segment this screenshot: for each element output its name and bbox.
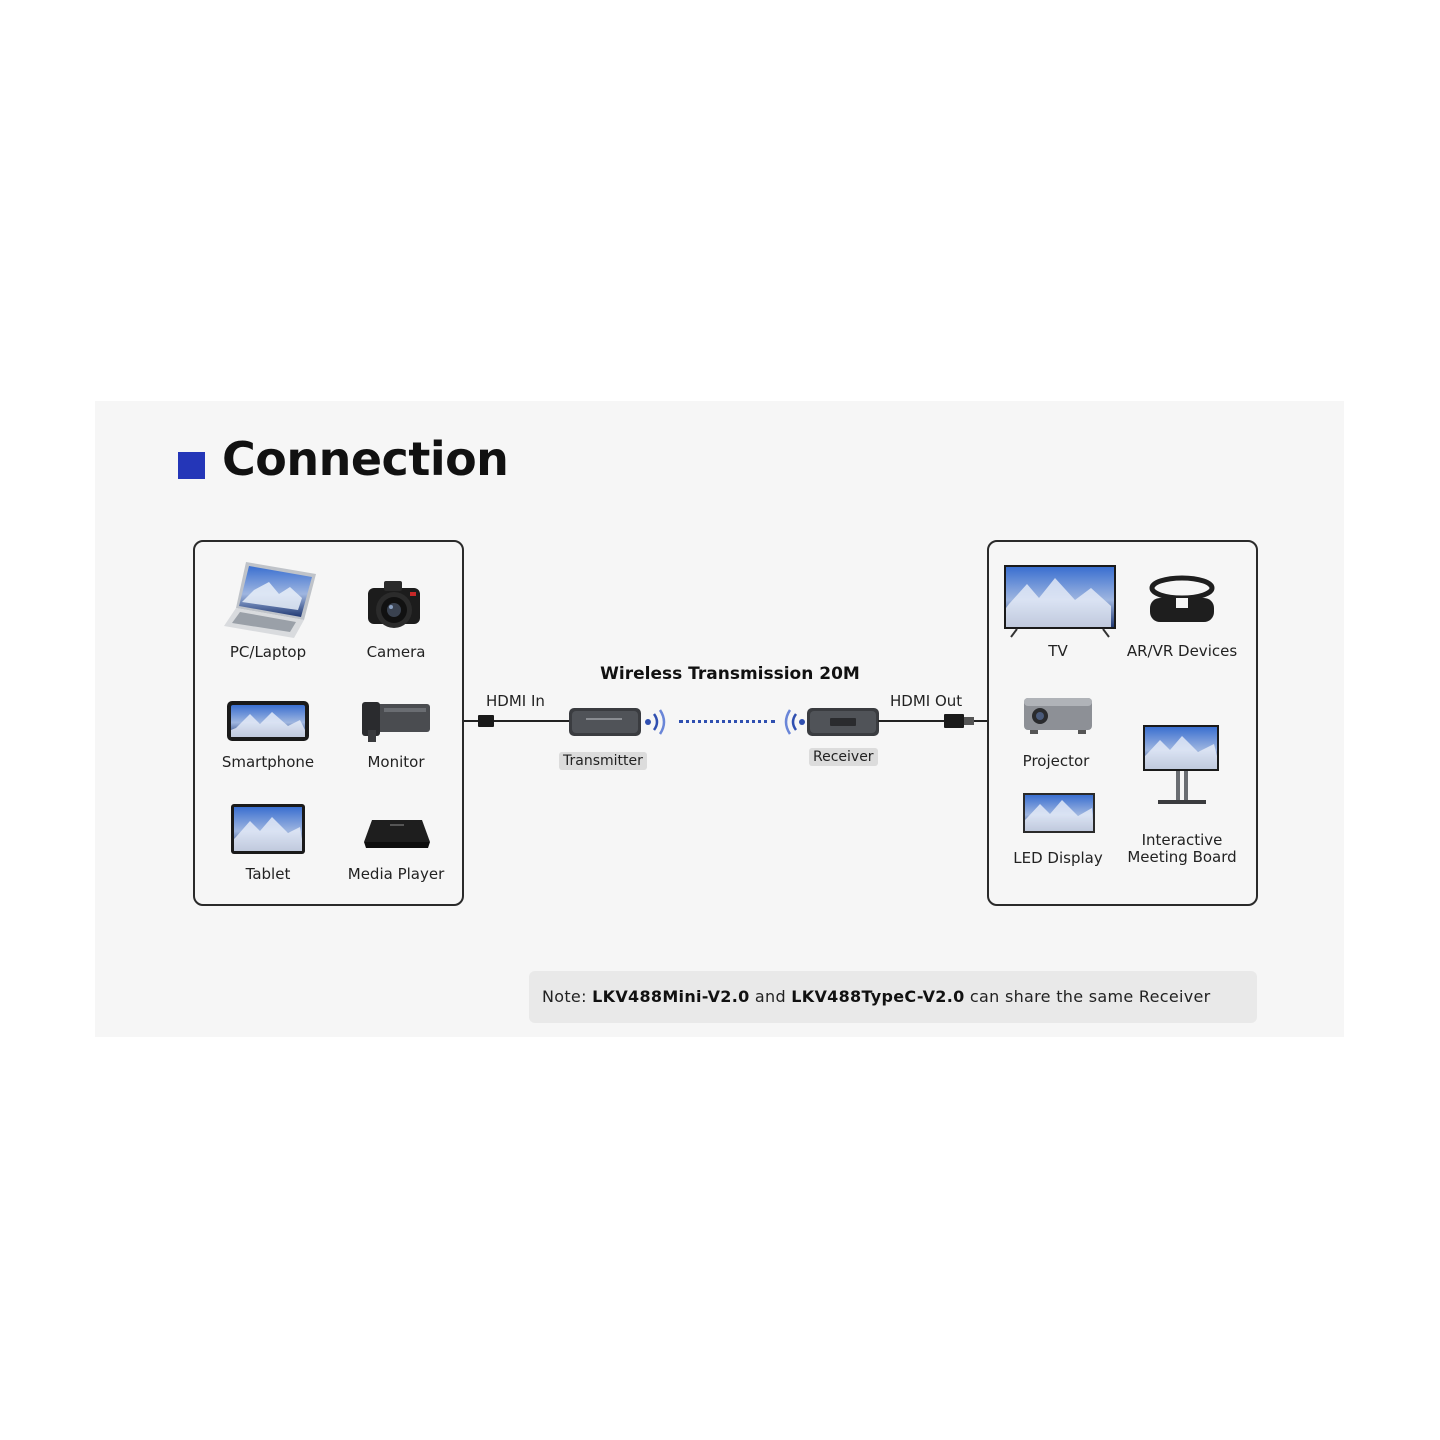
transmitter-tag: Transmitter: [559, 752, 647, 770]
security-camera-icon: [362, 702, 430, 742]
hdmi-plug-icon: [478, 715, 494, 727]
vr-headset-icon: [1149, 575, 1215, 622]
hdmi-out-label: HDMI Out: [890, 692, 963, 710]
led-display-icon: [1023, 793, 1095, 833]
receiver-tag: Receiver: [809, 748, 878, 766]
device-label: Interactive Meeting Board: [1127, 831, 1237, 866]
wireless-link: [679, 720, 775, 723]
title-bullet: [178, 452, 205, 479]
device-label: Smartphone: [221, 753, 315, 771]
note-model-a: LKV488Mini-V2.0: [592, 987, 750, 1006]
device-label: Projector: [1022, 752, 1090, 770]
projector-icon: [1024, 698, 1092, 734]
note-prefix: Note:: [542, 987, 593, 1006]
device-label: PC/Laptop: [229, 643, 307, 661]
hdmi-in-cable: [494, 720, 570, 722]
wireless-transmission-label: Wireless Transmission 20M: [600, 664, 860, 684]
device-label: Camera: [366, 643, 426, 661]
laptop-icon: [224, 562, 316, 638]
tablet-icon: [231, 804, 305, 854]
hdmi-out-cable: [974, 720, 988, 722]
device-label: Media Player: [347, 865, 445, 883]
page-title: Connection: [222, 432, 509, 486]
note-model-b: LKV488TypeC-V2.0: [791, 987, 965, 1006]
media-player-icon: [364, 820, 430, 848]
wireless-signal-icon: [645, 709, 666, 735]
transmitter-device-icon: [569, 708, 641, 736]
meeting-board-icon: [1143, 725, 1219, 804]
device-label: Tablet: [245, 865, 291, 883]
compatibility-note: Note: LKV488Mini-V2.0 and LKV488TypeC-V2…: [529, 971, 1257, 1023]
device-label: LED Display: [1013, 849, 1103, 867]
device-label: AR/VR Devices: [1126, 642, 1238, 660]
smartphone-icon: [227, 701, 309, 741]
hdmi-plug-icon: [944, 714, 974, 728]
hdmi-in-label: HDMI In: [486, 692, 545, 710]
note-suffix: can share the same Receiver: [964, 987, 1211, 1006]
note-middle: and: [749, 987, 792, 1006]
receiver-device-icon: [807, 708, 879, 736]
camera-icon: [368, 581, 420, 628]
device-label: TV: [1048, 642, 1068, 660]
tv-icon: [1004, 565, 1116, 638]
wireless-signal-icon: [784, 709, 805, 735]
hdmi-in-cable: [464, 720, 480, 722]
hdmi-out-cable: [878, 720, 944, 722]
device-label: Monitor: [367, 753, 425, 771]
